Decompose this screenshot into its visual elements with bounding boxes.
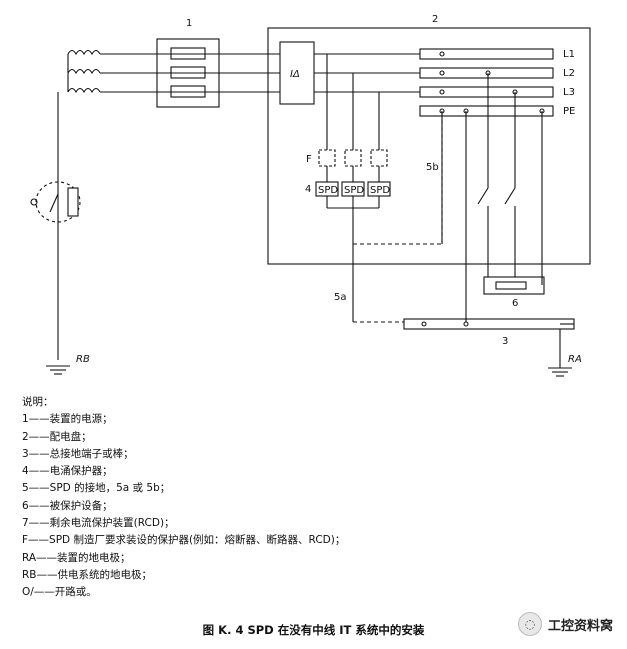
legend-title: 说明： — [22, 396, 54, 408]
legend-item: 6——被保护设备； — [22, 499, 113, 512]
legend-item: RB——供电系统的地电极； — [22, 568, 152, 581]
legend-item: 3——总接地端子或棒； — [22, 447, 134, 460]
spd-label-2: SPD — [344, 185, 364, 196]
legend-item: 4——电涌保护器； — [22, 465, 113, 478]
spd-wiring-diagram: 1 2 IΔ L1 L2 L3 PE F 4 SPD SPD SPD 5b 5a… — [30, 14, 591, 377]
ground-symbol-rb — [46, 365, 70, 375]
equipment-switches — [477, 73, 545, 295]
legend: 说明： 1——装置的电源； 2——配电盘； 3——总接地端子或棒； 4——电涌保… — [22, 394, 345, 602]
label-4: 4 — [305, 184, 311, 195]
label-6: 6 — [512, 298, 518, 309]
spd-branches — [315, 54, 391, 322]
label-3: 3 — [502, 336, 508, 347]
legend-item: 1——装置的电源； — [22, 413, 113, 426]
watermark-text: 工控资料窝 — [547, 618, 613, 634]
power-source-box — [156, 38, 220, 108]
legend-item: RA——装置的地电极； — [22, 551, 131, 564]
main-earth-terminal — [353, 318, 575, 368]
label-l1: L1 — [563, 49, 575, 60]
legend-item: F——SPD 制造厂要求装设的保护器(例如：熔断器、断路器、RCD)； — [22, 534, 346, 547]
spd-ground-paths — [353, 111, 467, 322]
label-l3: L3 — [563, 87, 575, 98]
busbars — [419, 48, 554, 117]
figure-caption: 图 K. 4 SPD 在没有中线 IT 系统中的安装 — [202, 623, 425, 637]
label-ra: RA — [568, 354, 582, 365]
spd-label-1: SPD — [318, 185, 338, 196]
label-5a: 5a — [334, 292, 347, 303]
label-rb: RB — [76, 354, 90, 365]
source-coils — [57, 49, 101, 360]
watermark: ◌ 工控资料窝 — [517, 612, 613, 636]
rcd-box — [279, 41, 420, 105]
label-idelta: IΔ — [290, 69, 300, 80]
legend-item: 2——配电盘； — [22, 430, 92, 443]
legend-item: 5——SPD 的接地，5a 或 5b； — [22, 482, 171, 495]
label-pe: PE — [563, 106, 575, 117]
distribution-board — [267, 27, 591, 265]
open-circuit-symbol — [30, 181, 81, 223]
spd-label-3: SPD — [370, 185, 390, 196]
label-1: 1 — [186, 18, 192, 29]
label-2: 2 — [432, 14, 438, 25]
phase-lines — [100, 53, 280, 93]
wechat-icon: ◌ — [517, 612, 542, 636]
label-5b: 5b — [426, 162, 439, 173]
legend-item: O/——开路或。 — [22, 586, 97, 599]
legend-item: 7——剩余电流保护装置(RCD)； — [22, 517, 175, 530]
label-l2: L2 — [563, 68, 575, 79]
label-f: F — [306, 154, 312, 165]
ground-symbol-ra — [548, 367, 572, 377]
